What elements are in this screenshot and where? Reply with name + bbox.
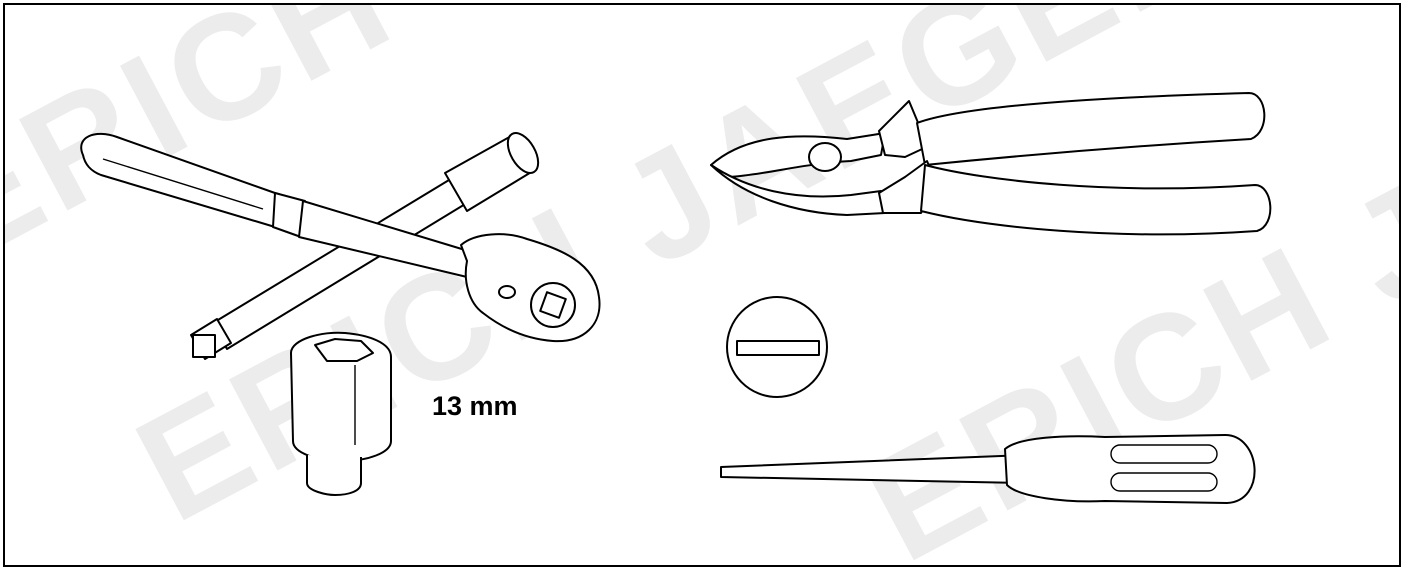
flat-screwdriver-icon xyxy=(720,434,1256,504)
ratchet-wrench-icon xyxy=(80,132,601,343)
slotted-screw-head-icon xyxy=(726,296,828,398)
hex-socket-icon xyxy=(290,331,392,496)
diagonal-cutting-pliers-icon xyxy=(710,92,1272,236)
socket-extension-bar-icon xyxy=(190,132,540,360)
socket-size-label: 13 mm xyxy=(432,391,518,421)
tools-illustration: ERICH JAEGER ERICH JAEGER ERICH JAEGER xyxy=(5,5,1399,565)
tools-illustration-frame: ERICH JAEGER ERICH JAEGER ERICH JAEGER xyxy=(3,3,1401,567)
